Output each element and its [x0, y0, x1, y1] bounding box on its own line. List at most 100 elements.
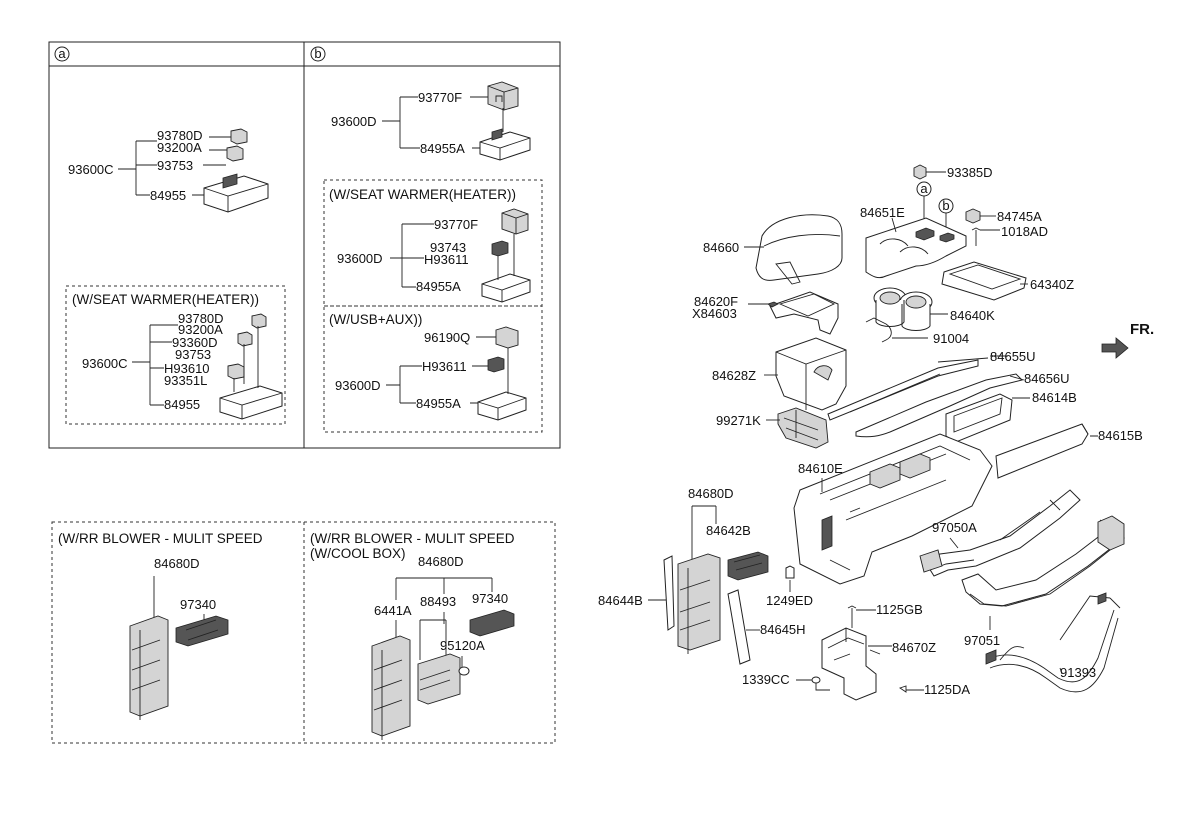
- panel-a-marker[interactable]: [54, 46, 70, 62]
- part-label[interactable]: 99271K: [716, 413, 761, 428]
- part-label[interactable]: 84955: [164, 397, 200, 412]
- vent-housing: 99271K: [716, 407, 829, 449]
- callout-b-label: b: [942, 198, 949, 213]
- part-label[interactable]: 84680D: [418, 554, 464, 569]
- part-label[interactable]: 1249ED: [766, 593, 813, 608]
- part-label[interactable]: 97340: [180, 597, 216, 612]
- part-label[interactable]: 96190Q: [424, 330, 470, 345]
- panel-b-marker[interactable]: [310, 46, 326, 62]
- bezel-frame: 84620F X84603: [692, 291, 839, 335]
- part-label[interactable]: 93743: [430, 240, 466, 255]
- part-label[interactable]: 88493: [420, 594, 456, 609]
- part-label[interactable]: X84603: [692, 306, 737, 321]
- part-label[interactable]: 84651E: [860, 205, 905, 220]
- part-label[interactable]: 1125DA: [924, 682, 970, 697]
- part-label[interactable]: 97340: [472, 591, 508, 606]
- fr-arrow-icon: [1101, 337, 1129, 359]
- part-label[interactable]: 93360D: [172, 335, 218, 350]
- part-label[interactable]: H93610: [164, 361, 210, 376]
- subbox-title: (W/SEAT WARMER(HEATER)): [72, 292, 259, 307]
- subbox-usb-aux: [323, 305, 543, 433]
- part-label[interactable]: H93611: [424, 252, 469, 267]
- part-label[interactable]: 84955: [150, 188, 186, 203]
- front-direction-indicator: FR.: [1101, 321, 1154, 359]
- console-body: 84610E: [793, 433, 993, 585]
- subbox-title: (W/USB+AUX)): [329, 312, 422, 327]
- leader-lines: [118, 140, 157, 196]
- console-side-trims: 84655U 84656U: [827, 349, 1070, 438]
- front-panel-group: 84680D 84642B 84644B 84645H 1249ED: [598, 486, 813, 665]
- subbox-title: (W/COOL BOX): [310, 546, 406, 561]
- part-label[interactable]: H93611: [422, 359, 467, 374]
- subbox-title: (W/RR BLOWER - MULIT SPEED: [58, 531, 263, 546]
- blower-panel-2: (W/RR BLOWER - MULIT SPEED (W/COOL BOX) …: [310, 531, 515, 740]
- part-label[interactable]: 84955A: [416, 279, 461, 294]
- vent-panel-icon: [371, 609, 515, 740]
- part-label[interactable]: 84660: [703, 240, 739, 255]
- part-label[interactable]: 97051: [964, 633, 1000, 648]
- part-label[interactable]: 93780D: [178, 311, 224, 326]
- switch-assembly-icon: [479, 81, 531, 161]
- switch-assembly-icon: [203, 128, 269, 213]
- part-label[interactable]: 93385D: [947, 165, 993, 180]
- callout-a-label: a: [920, 181, 928, 196]
- part-label[interactable]: 84628Z: [712, 368, 756, 383]
- part-label[interactable]: 6441A: [374, 603, 412, 618]
- panel-a: a 93600C 93780D 93200A 93753 84955 (W/SE…: [54, 46, 286, 425]
- subbox-title: (W/SEAT WARMER(HEATER)): [329, 187, 516, 202]
- part-label[interactable]: 93600D: [331, 114, 377, 129]
- part-label[interactable]: 91393: [1060, 665, 1096, 680]
- part-label[interactable]: 97050A: [932, 520, 977, 535]
- part-label[interactable]: 93753: [175, 347, 211, 362]
- part-label[interactable]: 84640K: [950, 308, 995, 323]
- part-label[interactable]: 93600D: [337, 251, 383, 266]
- part-label[interactable]: 93200A: [178, 322, 223, 337]
- part-label[interactable]: 84955A: [416, 396, 461, 411]
- wiring-harness: 91393: [985, 592, 1121, 693]
- cup-holder: 84640K 91004: [865, 287, 995, 346]
- subbox-title: (W/RR BLOWER - MULIT SPEED: [310, 531, 515, 546]
- part-label[interactable]: 84680D: [154, 556, 200, 571]
- console-upper-trim: 84651E: [860, 205, 967, 279]
- part-label[interactable]: 84656U: [1024, 371, 1070, 386]
- part-label[interactable]: 95120A: [440, 638, 485, 653]
- main-exploded-view: FR. 93385D a b 84745A 1018AD 84651E: [598, 164, 1154, 701]
- part-label[interactable]: 84955A: [420, 141, 465, 156]
- vent-panel-icon: [129, 615, 229, 720]
- part-label[interactable]: 93770F: [434, 217, 478, 232]
- part-label[interactable]: 1339CC: [742, 672, 790, 687]
- panel-a-marker-label: a: [58, 46, 66, 61]
- part-label[interactable]: 84615B: [1098, 428, 1143, 443]
- part-label[interactable]: 91004: [933, 331, 969, 346]
- part-label[interactable]: 84645H: [760, 622, 806, 637]
- part-label[interactable]: 93600C: [68, 162, 114, 177]
- part-label[interactable]: 64340Z: [1030, 277, 1074, 292]
- part-label[interactable]: 93753: [157, 158, 193, 173]
- cap-part: [913, 164, 927, 180]
- part-label[interactable]: 84644B: [598, 593, 643, 608]
- part-label[interactable]: 93780D: [157, 128, 203, 143]
- part-label[interactable]: 84655U: [990, 349, 1036, 364]
- part-label[interactable]: 84670Z: [892, 640, 936, 655]
- switch-assembly-icon: [219, 313, 283, 420]
- part-label[interactable]: 93200A: [157, 140, 202, 155]
- part-label[interactable]: 93770F: [418, 90, 462, 105]
- storage-tray: 64340Z: [941, 261, 1074, 301]
- leader-lines: [132, 324, 178, 406]
- part-label[interactable]: 84745A: [997, 209, 1042, 224]
- part-label[interactable]: 84614B: [1032, 390, 1077, 405]
- part-label[interactable]: 93351L: [164, 373, 207, 388]
- leader-lines: [390, 223, 434, 288]
- part-label[interactable]: 84642B: [706, 523, 751, 538]
- part-label[interactable]: 84680D: [688, 486, 734, 501]
- part-label[interactable]: 93600D: [335, 378, 381, 393]
- armrest-lid: 84660: [703, 214, 843, 285]
- part-label[interactable]: 1018AD: [1001, 224, 1048, 239]
- part-label[interactable]: 84610E: [798, 461, 843, 476]
- long-side-trim: 84615B: [995, 423, 1143, 479]
- part-label[interactable]: 93600C: [82, 356, 128, 371]
- part-label[interactable]: 1125GB: [876, 602, 923, 617]
- part-label[interactable]: 84620F: [694, 294, 738, 309]
